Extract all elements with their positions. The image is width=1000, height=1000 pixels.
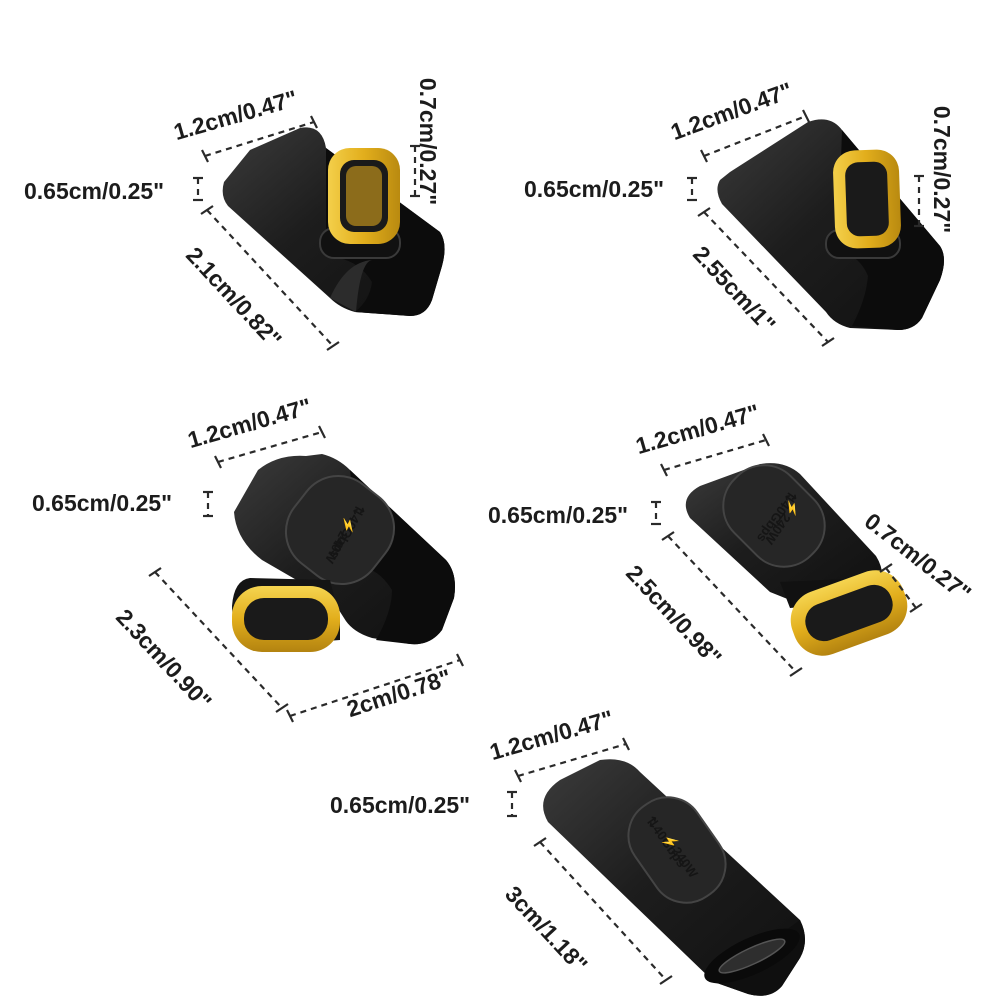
adapter-4: ⇅40Gbps ⚡240W [685,463,908,656]
adapter-1-plug-label: 0.7cm/0.27" [415,77,442,206]
adapter-1-thickness-label: 0.65cm/0.25" [24,178,165,204]
adapter-3-thickness-label: 0.65cm/0.25" [32,490,173,516]
adapter-2-thickness-label: 0.65cm/0.25" [524,176,665,202]
adapter-4-thickness-label: 0.65cm/0.25" [488,502,629,528]
adapter-2-plug-label: 0.7cm/0.27" [929,105,956,234]
adapter-5-thickness-label: 0.65cm/0.25" [330,792,471,818]
adapter-5: ⇅40Gbps ⚡240W [543,759,805,996]
adapter-3: ⇅40Gbps ⚡240W [232,454,455,652]
adapter-1 [222,127,445,316]
dimension-lines [148,109,924,985]
adapter-2 [717,119,944,330]
